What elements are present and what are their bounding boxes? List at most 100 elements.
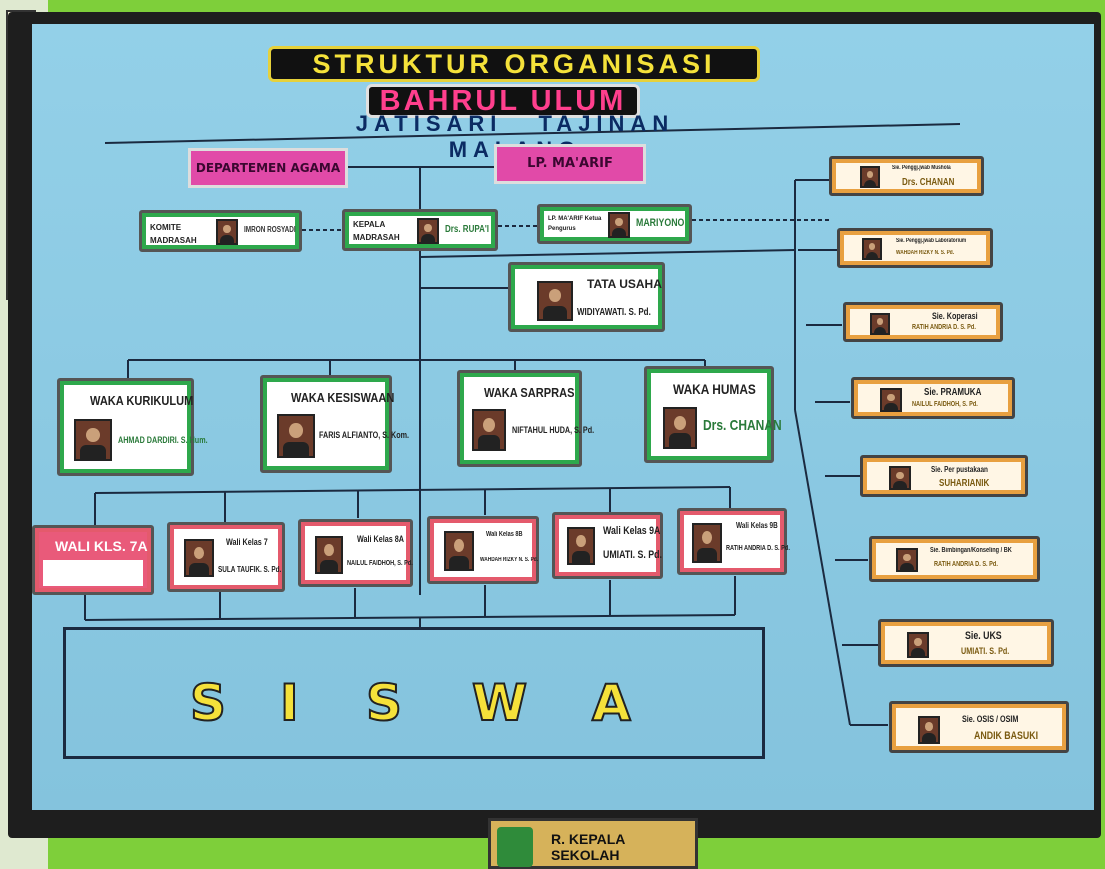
room-plaque: R. KEPALA SEKOLAH <box>488 818 698 869</box>
lp-maarif-box: LP. MA'ARIF <box>494 144 646 184</box>
card-role: LP. MA'ARIF Ketua Pengurus <box>548 214 608 234</box>
card-name: WAHDAH RIZKY N. S. Pd. <box>480 557 538 563</box>
card-name: Drs. RUPA'I <box>445 224 489 235</box>
wali-kelas-9a-card: Wali Kelas 9A UMIATI. S. Pd. <box>552 512 663 579</box>
portrait-photo <box>860 166 880 188</box>
card-role: Wali Kelas 9A <box>603 525 660 537</box>
wali-kelas-8a-card: Wali Kelas 8A NAILUL FAIDHOH, S. Pd. <box>298 519 413 587</box>
card-name: UMIATI. S. Pd. <box>961 646 1009 656</box>
card-role: Sie. Per pustakaan <box>931 465 988 474</box>
card-role: Wali Kelas 7 <box>226 537 268 547</box>
card-name: WAHDAH RIZKY N. S. Pd. <box>896 250 954 256</box>
card-role: WAKA SARPRAS <box>484 385 574 400</box>
card-role: Sie. Koperasi <box>932 311 978 321</box>
card-name: SUHARIANIK <box>939 478 989 489</box>
portrait-photo <box>537 281 573 321</box>
sie-koperasi-card: Sie. Koperasi RATIH ANDRIA D. S. Pd. <box>843 302 1003 342</box>
portrait-photo <box>567 527 595 565</box>
card-name: UMIATI. S. Pd. <box>603 549 662 561</box>
portrait-photo <box>472 409 506 451</box>
portrait-photo <box>862 238 882 260</box>
siswa-letter: A <box>592 674 631 732</box>
portrait-photo <box>663 407 697 449</box>
kepala-madrasah-card: KEPALA MADRASAH Drs. RUPA'I <box>342 209 498 251</box>
siswa-box <box>63 627 765 759</box>
portrait-photo <box>444 531 474 571</box>
portrait-photo <box>417 218 439 244</box>
waka-sarpras-card: WAKA SARPRAS NIFTAHUL HUDA, S. Pd. <box>457 370 582 467</box>
card-role: Wali Kelas 8B <box>486 531 523 538</box>
portrait-photo <box>315 536 343 574</box>
card-role: Sie. Penggj.jwab Laboratorium <box>896 238 966 244</box>
portrait-photo <box>907 632 929 658</box>
wali-kelas-7-card: Wali Kelas 7 SULA TAUFIK. S. Pd. <box>167 522 285 592</box>
card-role: Sie. Bimbingan/Konseling / BK <box>930 547 1012 554</box>
card-name: MARIYONO <box>636 217 684 229</box>
portrait-photo <box>277 414 315 458</box>
portrait-photo <box>74 419 112 461</box>
card-role: Sie. Penggj.jwab Mushola <box>892 165 951 171</box>
sie-laboratorium-card: Sie. Penggj.jwab Laboratorium WAHDAH RIZ… <box>837 228 993 268</box>
card-role: Sie. UKS <box>965 630 1002 642</box>
portrait-photo <box>918 716 940 744</box>
siswa-letter: I <box>280 674 299 732</box>
waka-kesiswaan-card: WAKA KESISWAAN FARIS ALFIANTO, S. Kom. <box>260 375 392 473</box>
card-name: NIFTAHUL HUDA, S. Pd. <box>512 425 594 435</box>
lp-maarif-ketua-card: LP. MA'ARIF Ketua Pengurus MARIYONO <box>537 204 692 244</box>
portrait-photo <box>889 466 911 490</box>
wali-kelas-9b-card: Wali Kelas 9B RATIH ANDRIA D. S. Pd. <box>677 508 787 575</box>
card-role: WAKA KESISWAAN <box>291 390 394 405</box>
portrait-photo <box>870 313 890 335</box>
wali-kelas-8b-card: Wali Kelas 8B WAHDAH RIZKY N. S. Pd. <box>427 516 539 584</box>
card-name: RATIH ANDRIA D. S. Pd. <box>934 561 998 568</box>
card-role: KEPALA MADRASAH <box>353 218 415 244</box>
komite-madrasah-card: KOMITE MADRASAH IMRON ROSYADI <box>139 210 302 252</box>
title-line-3: JATISARI TAJINAN MALANG <box>280 111 750 137</box>
card-name: AHMAD DARDIRI. S. Hum. <box>118 435 208 445</box>
card-role: Sie. PRAMUKA <box>924 387 981 398</box>
siswa-letter: S <box>366 674 402 732</box>
title-line-1: STRUKTUR ORGANISASI MTs. <box>268 46 760 82</box>
card-name: SULA TAUFIK. S. Pd. <box>218 565 281 574</box>
card-name: ANDIK BASUKI <box>974 730 1038 742</box>
card-name: NAILUL FAIDHOH, S. Pd. <box>912 401 978 408</box>
card-role: TATA USAHA <box>587 277 662 291</box>
madrasah-logo-icon <box>497 827 533 867</box>
card-role: Wali Kelas 8A <box>357 534 404 544</box>
waka-kurikulum-card: WAKA KURIKULUM AHMAD DARDIRI. S. Hum. <box>57 378 194 476</box>
card-role: Wali Kelas 9B <box>736 521 778 530</box>
card-name: FARIS ALFIANTO, S. Kom. <box>319 430 409 440</box>
tata-usaha-card: TATA USAHA WIDIYAWATI. S. Pd. <box>508 262 665 332</box>
sie-osis-card: Sie. OSIS / OSIM ANDIK BASUKI <box>889 701 1069 753</box>
departemen-agama-box: DEPARTEMEN AGAMA <box>188 148 348 188</box>
portrait-photo <box>184 539 214 577</box>
sie-perpustakaan-card: Sie. Per pustakaan SUHARIANIK <box>860 455 1028 497</box>
card-name: IMRON ROSYADI <box>244 225 296 234</box>
sie-pramuka-card: Sie. PRAMUKA NAILUL FAIDHOH, S. Pd. <box>851 377 1015 419</box>
lp-maarif-label: LP. MA'ARIF <box>527 156 613 171</box>
wali-kelas-7a-card: WALI KLS. 7A <box>32 525 154 595</box>
portrait-photo <box>216 219 238 245</box>
card-name: NAILUL FAIDHOH, S. Pd. <box>347 560 413 567</box>
sie-uks-card: Sie. UKS UMIATI. S. Pd. <box>878 619 1054 667</box>
departemen-agama-label: DEPARTEMEN AGAMA <box>196 161 340 175</box>
sie-mushola-card: Sie. Penggj.jwab Mushola Drs. CHANAN <box>829 156 984 196</box>
portrait-photo <box>880 388 902 412</box>
siswa-letter: S <box>190 674 226 732</box>
card-name: WIDIYAWATI. S. Pd. <box>577 307 651 318</box>
card-name: RATIH ANDRIA D. S. Pd. <box>912 324 976 331</box>
portrait-photo <box>608 212 630 238</box>
card-role: WALI KLS. 7A <box>55 538 148 554</box>
portrait-photo <box>692 523 722 563</box>
card-role: WAKA KURIKULUM <box>90 393 193 408</box>
card-role: KOMITE MADRASAH <box>150 221 212 247</box>
card-name: Drs. CHANAN <box>703 417 782 434</box>
card-name: Drs. CHANAN <box>902 177 954 188</box>
card-name: RATIH ANDRIA D. S. Pd. <box>726 545 790 552</box>
card-role: WAKA HUMAS <box>673 381 756 397</box>
plaque-label: R. KEPALA SEKOLAH <box>551 831 695 863</box>
card-role: Sie. OSIS / OSIM <box>962 714 1018 724</box>
waka-humas-card: WAKA HUMAS Drs. CHANAN <box>644 366 774 463</box>
sie-bk-card: Sie. Bimbingan/Konseling / BK RATIH ANDR… <box>869 536 1040 582</box>
blank-name-strip <box>43 560 143 586</box>
